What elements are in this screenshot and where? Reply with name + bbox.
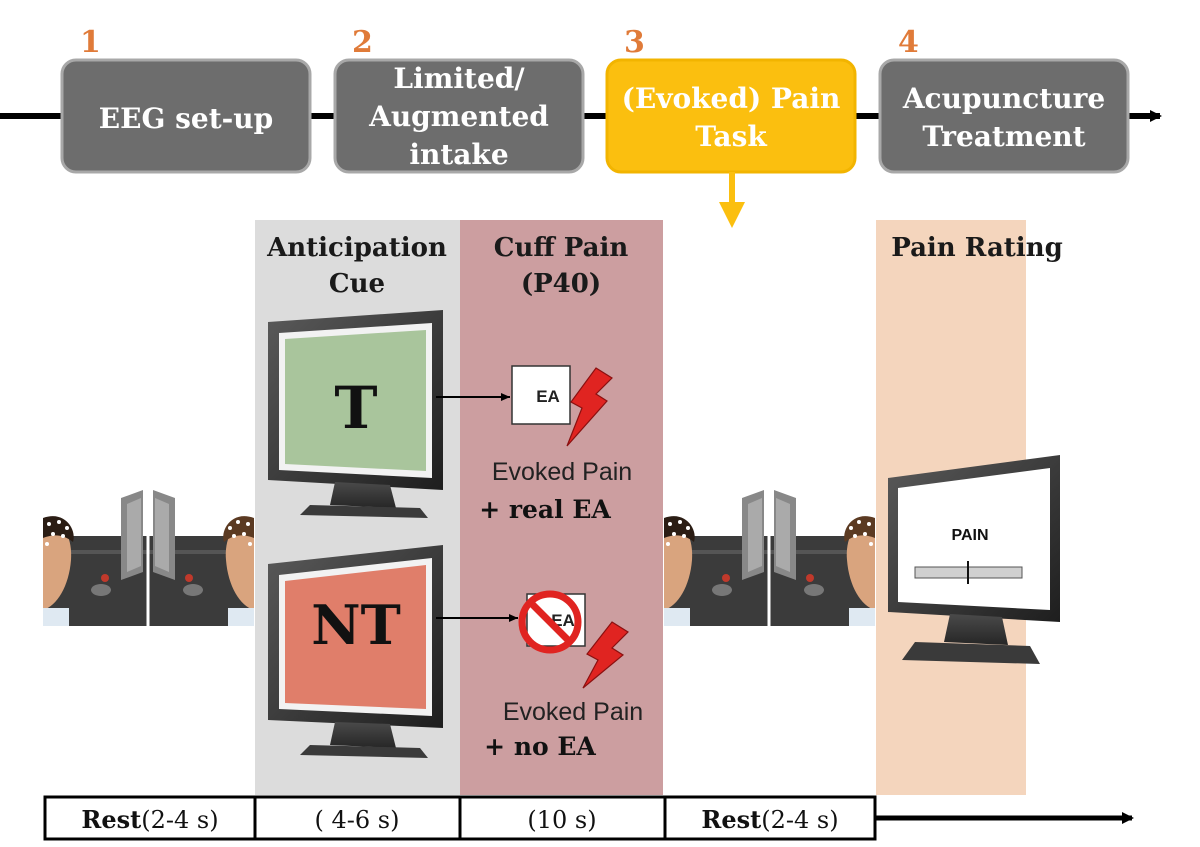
timeline-label: Rest(2-4 s) — [701, 805, 838, 834]
step-label-line-2: Task — [695, 120, 767, 153]
eeg-participant-icon — [664, 490, 875, 626]
step-4: 4 Acupuncture Treatment — [878, 25, 1130, 174]
anticipation-heading-line-2: Cue — [329, 269, 385, 299]
timeline-cell — [663, 795, 877, 841]
rating-heading: Pain Rating — [891, 233, 1063, 263]
step-3: 3 (Evoked) Pain Task — [605, 25, 857, 228]
nontarget-caption-line-2: + no EA — [484, 732, 596, 761]
expand-arrow-icon — [719, 172, 745, 228]
timeline-label: (10 s) — [527, 806, 596, 834]
step-box-active — [605, 58, 857, 174]
timeline: Rest(2-4 s) ( 4-6 s) (10 s) Rest(2-4 s) — [43, 795, 1134, 841]
rating-screen-label: PAIN — [951, 527, 988, 544]
step-label-line-1: Acupuncture — [902, 82, 1105, 115]
timeline-cell — [458, 795, 667, 841]
nontarget-cue-letter: NT — [311, 593, 401, 657]
eeg-participant-icon — [43, 490, 254, 626]
step-label-line-2: Augmented — [368, 100, 549, 133]
step-label: EEG set-up — [99, 102, 273, 135]
step-box — [878, 58, 1130, 174]
step-number: 1 — [80, 25, 101, 60]
lightning-bolt-icon — [582, 621, 629, 689]
monitor-icon — [268, 545, 443, 758]
timeline-label: ( 4-6 s) — [315, 806, 400, 834]
ea-box-label: EA — [536, 387, 560, 406]
step-number: 2 — [352, 25, 373, 60]
step-number: 4 — [898, 25, 919, 60]
ea-box — [511, 365, 571, 425]
lightning-bolt-icon — [566, 367, 613, 447]
target-cue-letter: T — [334, 374, 377, 442]
step-label-line-1: (Evoked) Pain — [622, 82, 841, 115]
target-caption-line-2: + real EA — [479, 495, 611, 524]
cuff-heading-line-1: Cuff Pain — [494, 233, 629, 263]
rating-slider-icon — [914, 561, 1023, 584]
prohibition-icon — [518, 590, 582, 654]
step-label-line-1: Limited/ — [393, 62, 525, 95]
timeline-label: Rest(2-4 s) — [81, 805, 218, 834]
step-label-line-2: Treatment — [922, 120, 1085, 153]
step-2: 2 Limited/ Augmented intake — [333, 25, 585, 174]
timeline-cell — [43, 795, 257, 841]
step-label-line-3: intake — [409, 138, 508, 171]
step-box — [333, 58, 585, 174]
anticipation-heading-line-1: Anticipation — [266, 233, 447, 263]
monitor-icon — [268, 310, 443, 518]
step-box — [60, 58, 312, 174]
cuff-pain-panel — [460, 220, 663, 795]
step-1: 1 EEG set-up — [60, 25, 312, 174]
step-number: 3 — [624, 25, 645, 60]
cuff-heading-line-2: (P40) — [521, 269, 601, 299]
nontarget-caption-line-1: Evoked Pain — [503, 698, 643, 726]
target-caption-line-1: Evoked Pain — [492, 458, 632, 486]
